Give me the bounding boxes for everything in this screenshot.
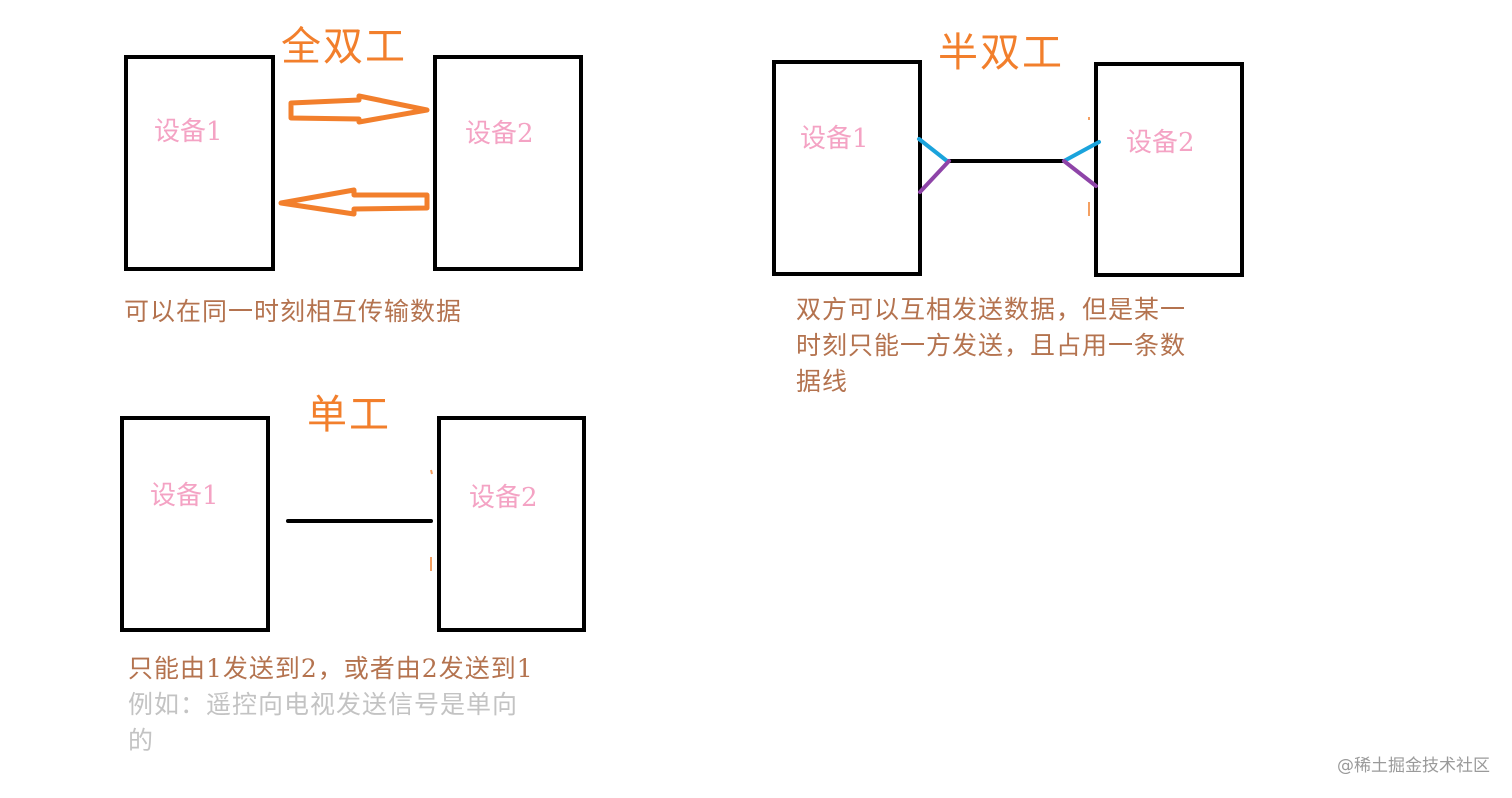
half-duplex-device-1: 设备1: [772, 60, 922, 276]
description-line: 双方可以互相发送数据，但是某一: [796, 295, 1187, 324]
example-line: 的: [128, 726, 155, 755]
simplex-title: 单工: [307, 392, 391, 438]
full-duplex-description: 可以在同一时刻相互传输数据: [124, 297, 463, 326]
description-line: 据线: [796, 367, 849, 396]
device-1-label: 设备1: [154, 117, 223, 147]
full-duplex-device-2: 设备2: [433, 55, 583, 271]
device-1-label: 设备1: [800, 124, 869, 154]
half-duplex-data-line: [917, 117, 1101, 216]
simplex-example: 例如：遥控向电视发送信号是单向 的: [128, 687, 568, 759]
watermark: @稀土掘金技术社区: [1337, 756, 1490, 776]
left-arrow-icon: [278, 187, 430, 217]
simplex-device-2: 设备2: [437, 416, 586, 632]
device-2-label: 设备2: [469, 483, 538, 513]
simplex-data-line: [286, 469, 433, 571]
simplex-device-1: 设备1: [120, 416, 270, 632]
device-2-label: 设备2: [465, 119, 534, 149]
right-arrow-icon: [288, 93, 430, 125]
example-line: 例如：遥控向电视发送信号是单向: [128, 690, 519, 719]
full-duplex-device-1: 设备1: [124, 55, 275, 271]
simplex-description: 只能由1发送到2，或者由2发送到1: [128, 654, 534, 683]
description-line: 时刻只能一方发送，且占用一条数: [796, 331, 1187, 360]
device-1-label: 设备1: [150, 481, 219, 511]
full-duplex-title: 全双工: [281, 24, 407, 70]
half-duplex-title: 半双工: [938, 30, 1064, 76]
half-duplex-description: 双方可以互相发送数据，但是某一 时刻只能一方发送，且占用一条数 据线: [796, 292, 1236, 400]
device-2-label: 设备2: [1126, 128, 1195, 158]
half-duplex-device-2: 设备2: [1094, 62, 1244, 277]
